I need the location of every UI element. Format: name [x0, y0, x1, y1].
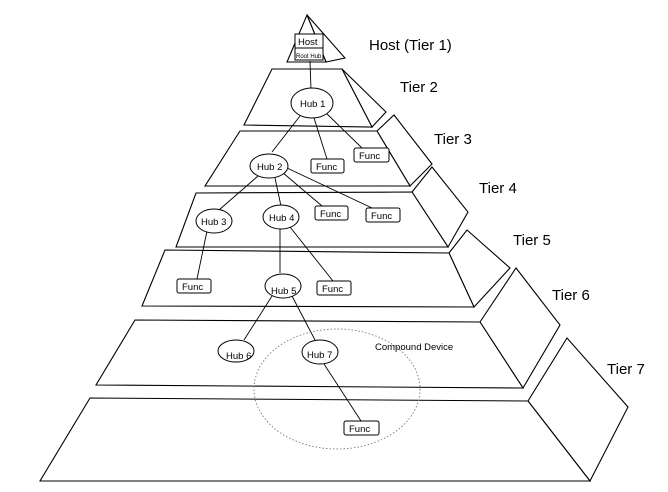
connection-lines — [196, 60, 373, 422]
hub-4-label: Hub 4 — [269, 213, 294, 224]
function-5-label: Func — [182, 282, 203, 293]
tier-5-label: Tier 5 — [513, 232, 551, 249]
host-label: Host — [298, 37, 318, 48]
compound-device-boundary — [253, 328, 421, 450]
function-2-label: Func — [359, 151, 380, 162]
function-6-label: Func — [322, 284, 343, 295]
host-node: Host Root Hub — [294, 33, 324, 61]
tier-1-label: Host (Tier 1) — [369, 37, 452, 54]
tier-3-label: Tier 3 — [434, 131, 472, 148]
function-6: Func — [316, 280, 352, 296]
hub-7-label: Hub 7 — [307, 350, 332, 361]
function-7-label: Func — [349, 424, 370, 435]
hub-6: Hub 6 — [217, 339, 255, 363]
function-3-label: Func — [320, 209, 341, 220]
function-1-label: Func — [316, 162, 337, 173]
compound-device-label: Compound Device — [375, 342, 453, 353]
tier-2-label: Tier 2 — [400, 79, 438, 96]
tier-7-slab — [39, 337, 629, 483]
hub-2-label: Hub 2 — [257, 162, 282, 173]
hub-3-label: Hub 3 — [201, 217, 226, 228]
hub-6-label: Hub 6 — [226, 351, 251, 362]
function-5: Func — [176, 278, 212, 294]
tier-4-slab — [175, 166, 469, 249]
hub-3: Hub 3 — [195, 208, 233, 234]
function-3: Func — [314, 205, 349, 221]
hub-2: Hub 2 — [249, 153, 289, 179]
hub-7: Hub 7 — [301, 339, 339, 365]
function-1: Func — [310, 158, 345, 174]
root-hub-label: Root Hub — [296, 54, 322, 60]
tier-7-label: Tier 7 — [607, 361, 645, 378]
function-2: Func — [353, 147, 390, 163]
function-4-label: Func — [371, 211, 392, 222]
hub-1-label: Hub 1 — [300, 99, 325, 110]
tier-4-label: Tier 4 — [479, 180, 517, 197]
hub-5-label: Hub 5 — [271, 286, 296, 297]
hub-1: Hub 1 — [290, 87, 334, 119]
hub-4: Hub 4 — [262, 204, 300, 230]
function-4: Func — [365, 207, 401, 223]
tier-5-slab — [141, 229, 511, 308]
function-7: Func — [343, 420, 380, 436]
tier-6-label: Tier 6 — [552, 287, 590, 304]
hub-5: Hub 5 — [264, 273, 302, 299]
